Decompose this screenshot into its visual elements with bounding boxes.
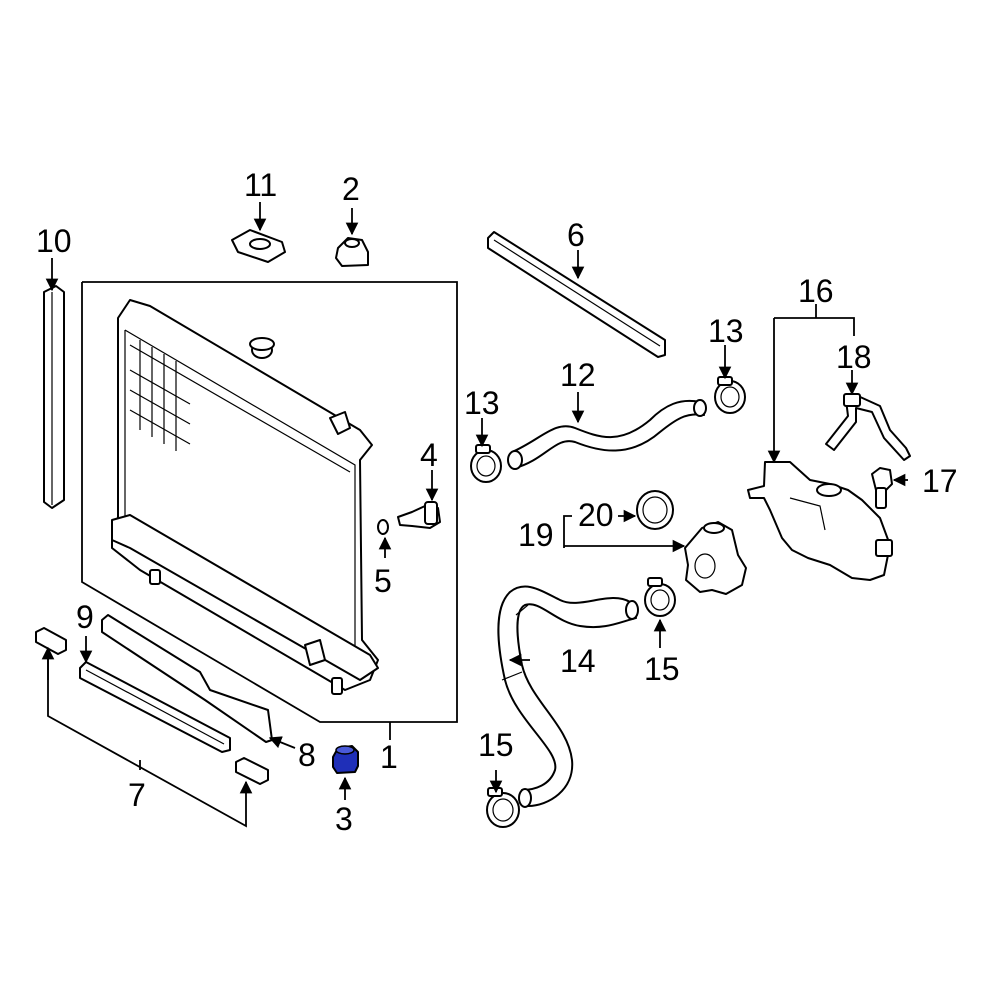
leader-lines [41,202,908,828]
water-inlet-housing[interactable] [684,521,747,595]
radiator[interactable] [111,299,379,695]
callout-10: 10 [36,223,72,259]
callout-15-lower: 15 [478,727,514,763]
callout-16: 16 [798,273,834,309]
lower-air-guide[interactable] [79,661,231,753]
drain-o-ring[interactable] [377,519,389,535]
callout-2: 2 [342,171,360,207]
lower-mount-grommet[interactable] [332,745,359,774]
callout-labels: 1 2 3 4 5 6 7 8 9 10 11 12 13 13 14 15 1… [36,167,958,837]
callout-6: 6 [567,217,585,253]
lower-hose-clamp-upper[interactable] [644,577,676,617]
lower-hose-clamp-lower[interactable] [486,787,520,828]
upper-radiator-hose[interactable] [507,399,707,470]
callout-18: 18 [836,339,872,375]
thermostat-gasket[interactable] [636,490,674,530]
callout-5: 5 [374,563,392,599]
radiator-cap-neck [249,337,275,359]
lower-seal[interactable] [101,614,273,743]
reservoir-hose[interactable] [825,393,911,461]
upper-mount-cushion[interactable] [335,237,369,267]
radiator-cap[interactable] [231,229,286,263]
callout-19: 19 [518,517,554,553]
callout-12: 12 [560,357,596,393]
coolant-reservoir[interactable] [747,461,893,581]
callout-1: 1 [380,739,398,775]
callout-13-right: 13 [708,313,744,349]
hose-clamp-right[interactable] [714,376,746,414]
callout-17: 17 [922,463,958,499]
drain-cock[interactable] [397,501,441,529]
seal-block-right[interactable] [235,757,269,785]
callout-7: 7 [128,777,146,813]
callout-14: 14 [560,643,596,679]
callout-11: 11 [244,167,277,203]
upper-seal[interactable] [487,231,666,358]
callout-3: 3 [335,801,353,837]
seal-block-left[interactable] [35,627,67,655]
callout-20: 20 [578,497,614,533]
radiator-assembly-frame [81,281,458,723]
reservoir-bolt[interactable] [871,467,893,509]
callout-15-upper: 15 [644,651,680,687]
side-seal-strip[interactable] [43,285,65,509]
callout-9: 9 [76,599,94,635]
radiator-core-grid [129,340,191,451]
lower-radiator-hose[interactable] [497,585,639,808]
hose-clamp-left[interactable] [470,444,502,483]
callout-4: 4 [420,437,438,473]
callout-8: 8 [298,737,316,773]
callout-13-left: 13 [464,385,500,421]
